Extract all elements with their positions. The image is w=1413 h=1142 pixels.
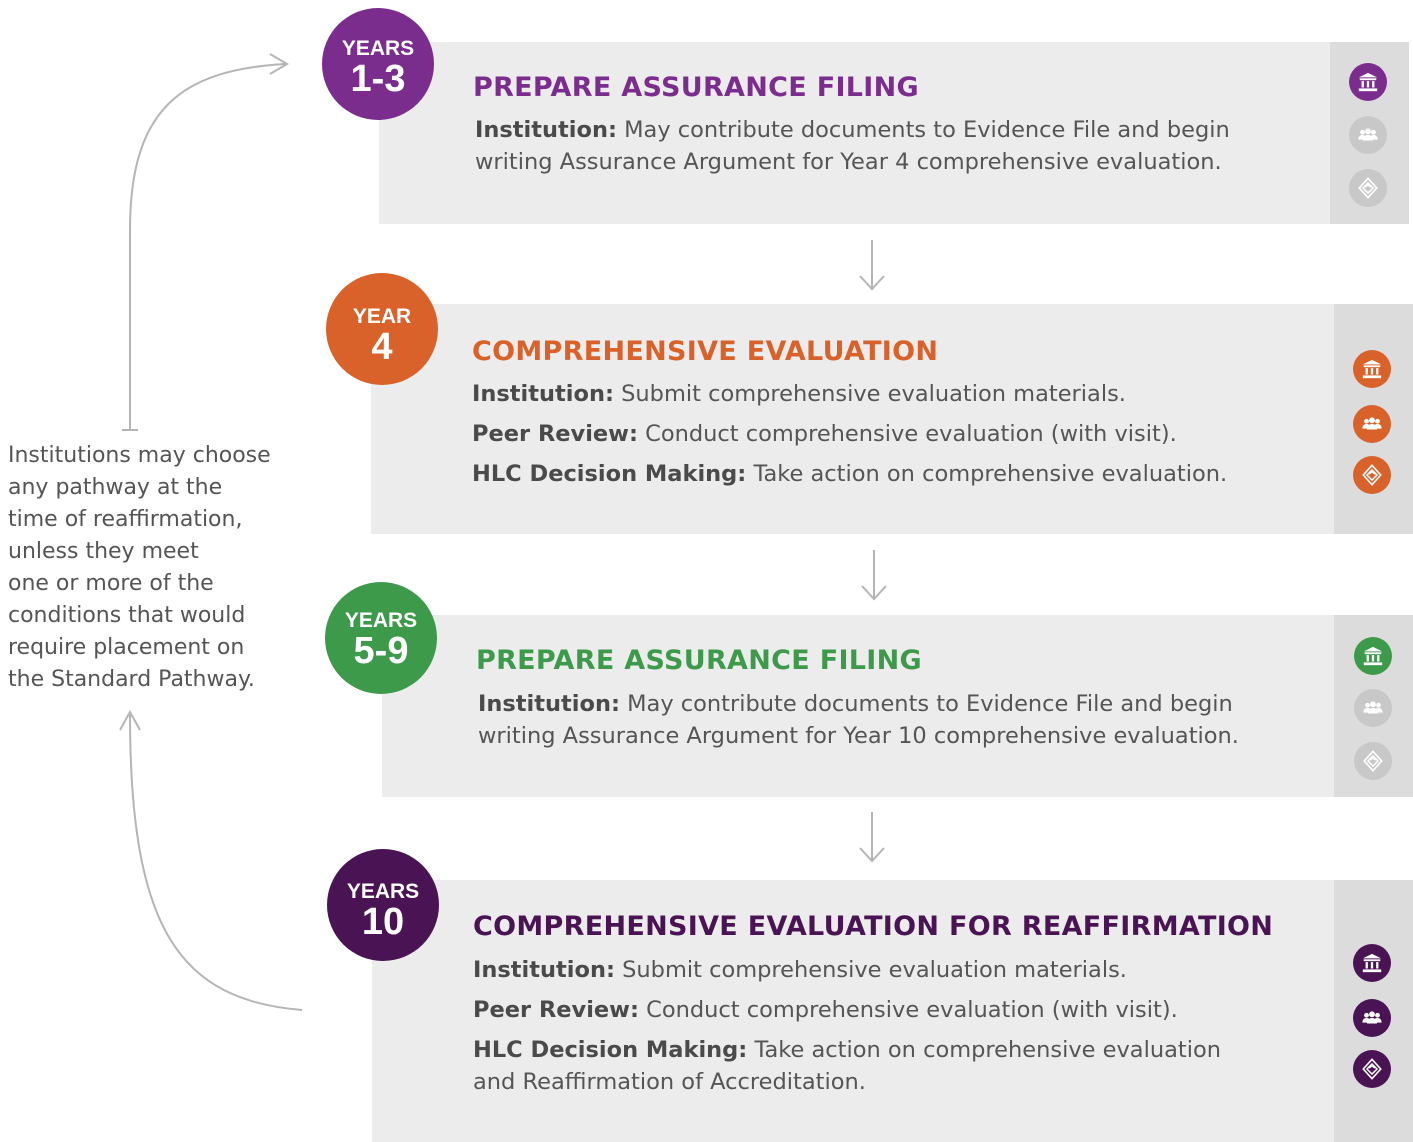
down-arrow-1 [859,240,885,291]
step-line: Institution: May contribute documents to… [478,691,1233,717]
hlc-decision-icon [1349,169,1387,207]
institution-icon [1353,350,1391,388]
peer-review-icon [1349,116,1387,154]
step-title: COMPREHENSIVE EVALUATION FOR REAFFIRMATI… [473,911,1274,942]
down-arrow-3 [859,812,885,863]
peer-review-icon [1353,999,1391,1037]
icon-rail [1334,615,1413,797]
step-title: PREPARE ASSURANCE FILING [476,645,923,676]
hlc-decision-icon [1353,456,1391,494]
step-line: Peer Review: Conduct comprehensive evalu… [472,421,1177,447]
step-card-2: COMPREHENSIVE EVALUATION Institution: Su… [371,304,1413,534]
icon-rail [1334,304,1413,534]
down-arrow-2 [861,550,887,601]
step-line: HLC Decision Making: Take action on comp… [472,461,1228,487]
step-line: and Reaffirmation of Accreditation. [473,1069,866,1095]
year-badge-1: YEARS 1-3 [322,8,434,120]
side-note: Institutions may choose any pathway at t… [8,443,271,692]
step-line: Institution: Submit comprehensive evalua… [472,381,1126,407]
step-line: Institution: May contribute documents to… [475,117,1230,143]
step-title: COMPREHENSIVE EVALUATION [472,336,939,367]
icon-rail [1330,42,1409,224]
year-badge-2: YEAR 4 [326,273,438,385]
institution-icon [1349,63,1387,101]
year-badge-4: YEARS 10 [327,849,439,961]
loop-return-arrow [129,714,303,1011]
step-line: HLC Decision Making: Take action on comp… [473,1037,1221,1063]
step-line: Institution: Submit comprehensive evalua… [473,957,1127,983]
step-title: PREPARE ASSURANCE FILING [473,72,920,103]
step-line: writing Assurance Argument for Year 10 c… [478,723,1239,749]
peer-review-icon [1353,405,1391,443]
hlc-decision-icon [1353,1050,1391,1088]
step-line: Peer Review: Conduct comprehensive evalu… [473,997,1178,1023]
step-card-4: COMPREHENSIVE EVALUATION FOR REAFFIRMATI… [372,880,1413,1142]
step-card-3: PREPARE ASSURANCE FILING Institution: Ma… [382,615,1413,797]
year-badge-3: YEARS 5-9 [325,582,437,694]
institution-icon [1354,637,1392,675]
institution-icon [1353,944,1391,982]
step-line: writing Assurance Argument for Year 4 co… [475,149,1222,175]
step-card-1: PREPARE ASSURANCE FILING Institution: Ma… [379,42,1409,224]
loop-up-arrow [129,63,286,430]
peer-review-icon [1354,689,1392,727]
hlc-decision-icon [1354,742,1392,780]
icon-rail [1334,880,1413,1142]
